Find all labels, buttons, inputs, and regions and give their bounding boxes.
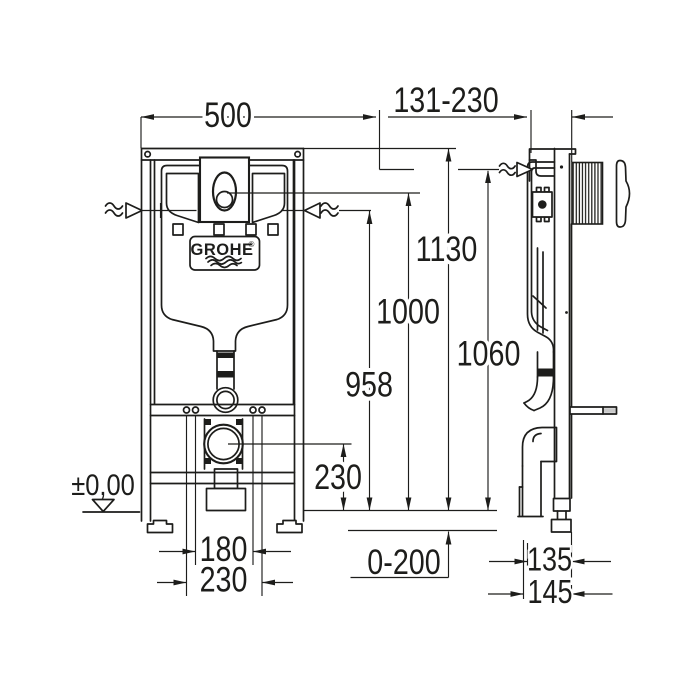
foot-left — [146, 519, 174, 534]
dim-label-side-inlet-height: 1060 — [457, 334, 521, 373]
grohe-logo: GROHE ® — [189, 235, 261, 271]
frame-hole-top-left — [144, 150, 152, 158]
drain-socket — [205, 487, 247, 512]
water-inlet-arrow-side-icon — [498, 161, 534, 178]
waste-elbow-side — [517, 426, 558, 518]
cistern-side-profile — [526, 161, 556, 353]
tank-shoulder-right — [251, 172, 286, 224]
frame-hole-top-right — [294, 150, 302, 158]
dim-label-fixing-outer: 230 — [200, 560, 248, 599]
annotations — [82, 161, 534, 513]
dim-label-depth-range: 131-230 — [393, 80, 498, 119]
dim-label-frame-depth-total: 145 — [527, 575, 572, 611]
dim-label-fixing-inner: 180 — [200, 529, 248, 568]
tank-shoulder-left — [165, 172, 200, 224]
dimension-lines — [140, 110, 613, 599]
cistern-tank-outline — [160, 164, 289, 352]
dim-label-leg-range: 0-200 — [367, 542, 440, 581]
drain-assembly — [203, 418, 247, 512]
grohe-logo-text: GROHE — [190, 241, 253, 259]
wall-anchor-rod — [569, 406, 618, 415]
fixing-crossbar — [149, 403, 296, 417]
flush-pipe-side — [523, 351, 555, 412]
dim-label-total-height: 1130 — [416, 229, 478, 268]
floor-datum-icon — [82, 498, 141, 513]
grohe-waves-icon — [205, 255, 242, 262]
flush-button-small-icon — [215, 190, 234, 209]
dim-label-outlet-height: 230 — [314, 457, 362, 496]
dim-label-actuation-height: 1000 — [376, 292, 440, 331]
dim-label-floor-datum: ±0,00 — [71, 468, 135, 501]
dim-label-frame-depth: 135 — [527, 542, 572, 578]
foot-side — [550, 497, 572, 533]
flush-pipe — [216, 350, 235, 390]
foot-right — [276, 519, 303, 534]
threaded-spacer-block — [571, 161, 604, 225]
flush-button-icon — [211, 171, 238, 212]
registered-mark: ® — [249, 240, 255, 249]
actuation-plate-side — [615, 159, 631, 228]
dimension-labels: 500 131-230 1130 1000 958 1060 230 ±0,00… — [71, 80, 575, 613]
dim-label-inlet-height: 958 — [345, 365, 393, 404]
actuation-plate — [198, 156, 251, 224]
water-inlet-arrow-right-icon — [303, 202, 339, 219]
dim-label-frame-width: 500 — [204, 95, 252, 134]
water-connection-valve — [531, 186, 553, 223]
front-view-frame: GROHE ® — [140, 147, 305, 534]
water-inlet-arrow-left-icon — [104, 202, 143, 219]
side-view-frame — [517, 147, 631, 533]
